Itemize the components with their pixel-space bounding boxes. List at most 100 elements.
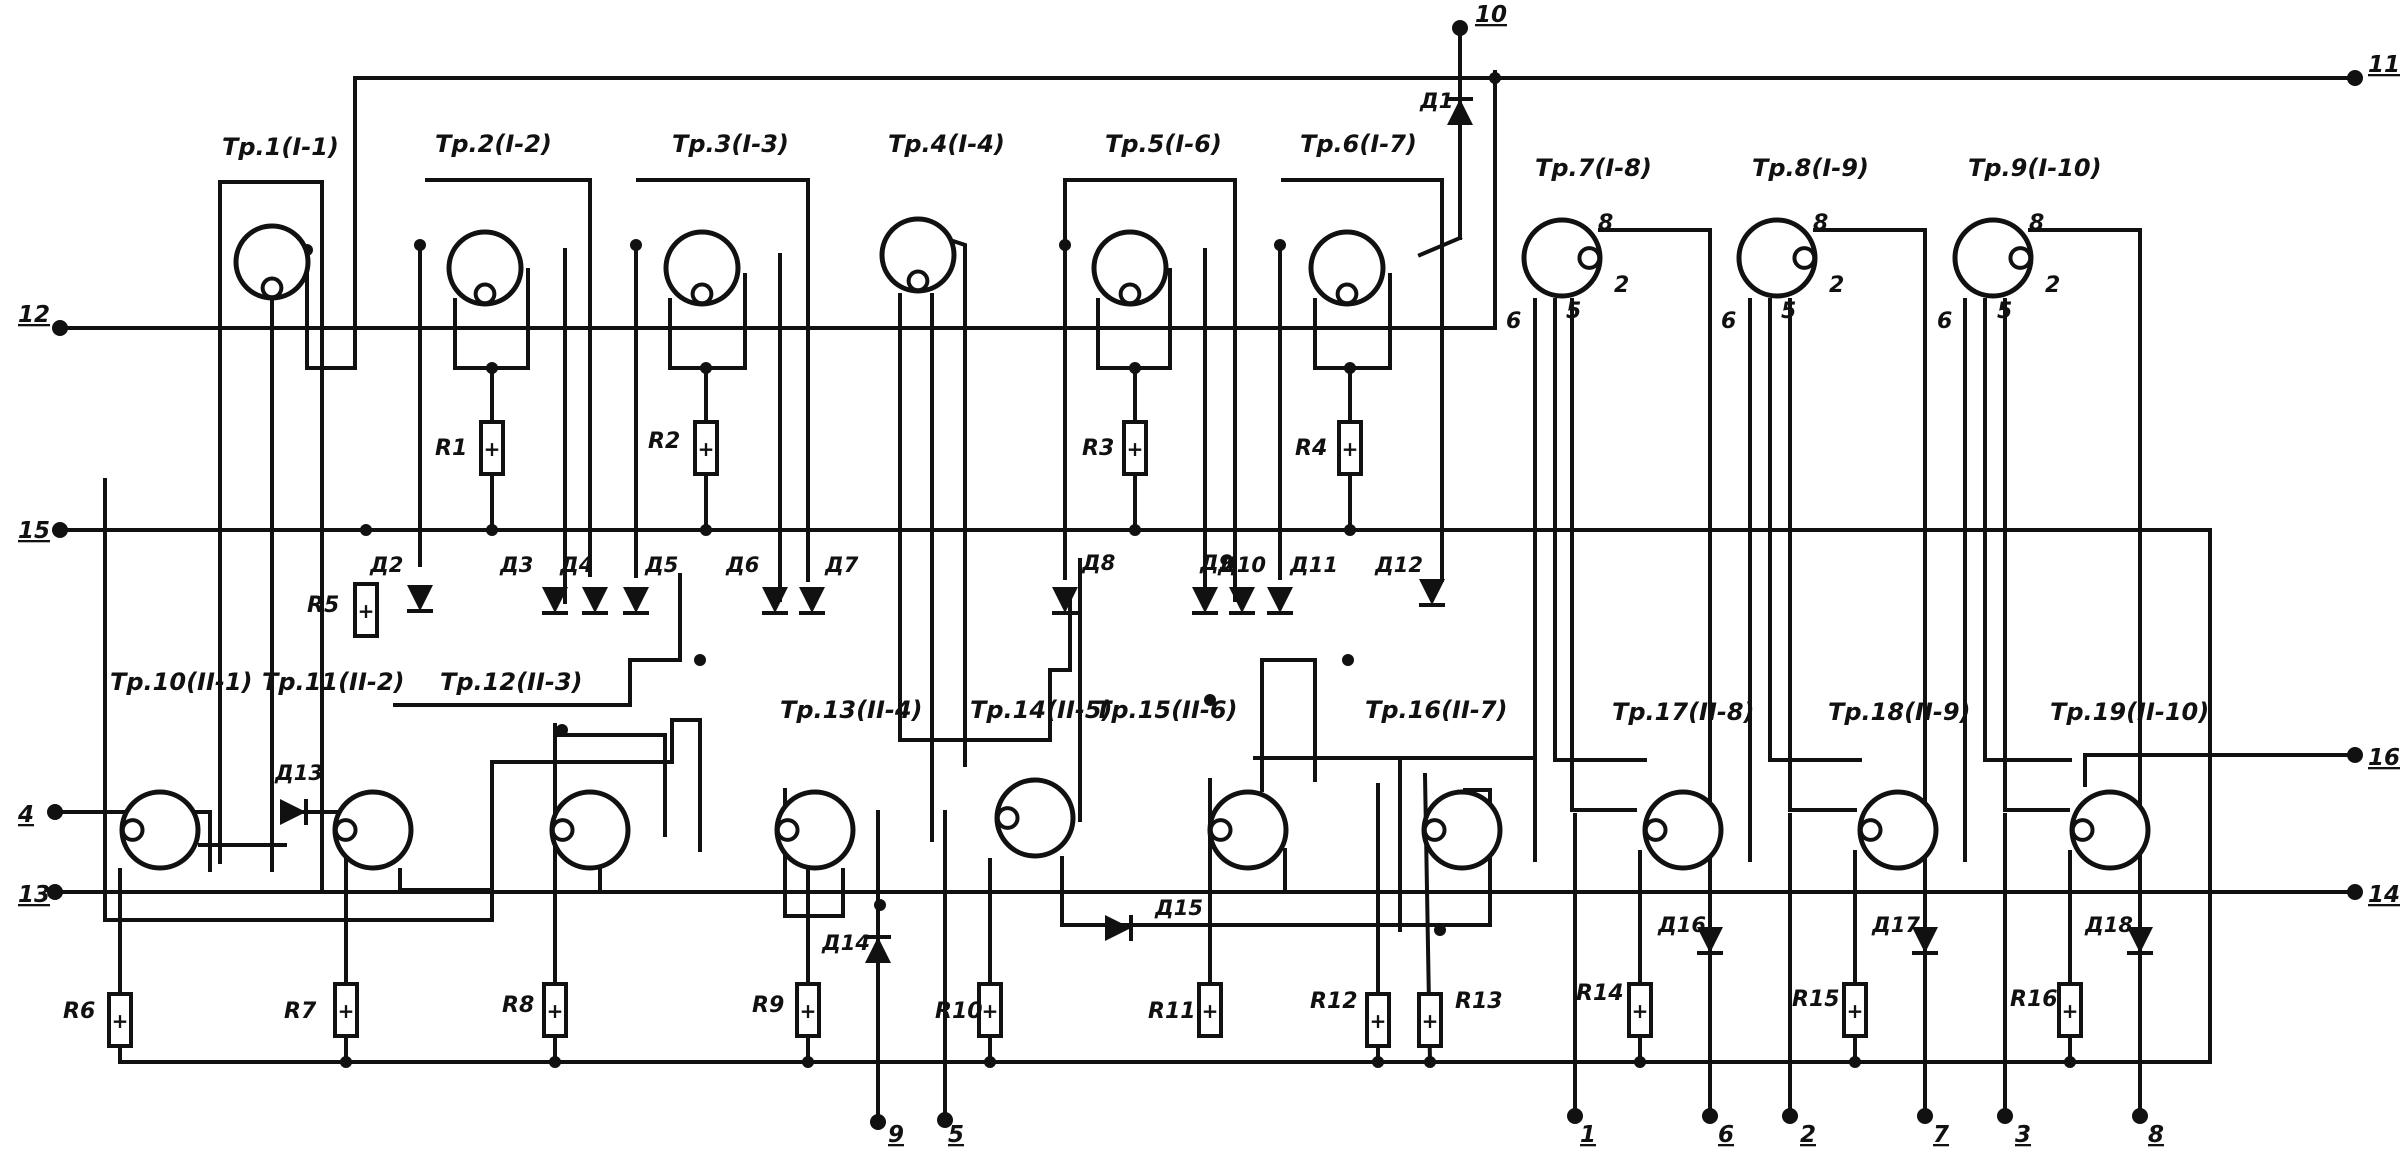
diode-label: Д3 (499, 553, 533, 577)
wire (1570, 298, 1637, 812)
terminal-dot (47, 884, 63, 900)
resistor-body (333, 982, 359, 1038)
pin-label: 5 (1781, 299, 1796, 324)
wire (1788, 298, 1857, 812)
terminal-label: 13 (18, 882, 50, 908)
transistor-symbol (1421, 789, 1503, 871)
labels: Тр.1(I-1)Тр.2(I-2)Тр.3(I-3)Тр.4(I-4)Тр.5… (17, 2, 2400, 1148)
diode-label: Д14 (821, 931, 870, 955)
terminal-dot (2132, 1108, 2148, 1124)
diode-Д3 (542, 587, 568, 615)
resistor-R8: + (542, 982, 568, 1038)
diode-label: Д13 (274, 761, 323, 785)
transistor-tab (1422, 818, 1447, 842)
transistor-label: Тр.4(I-4) (888, 130, 1005, 158)
diode-triangle (1447, 99, 1473, 125)
junction-dot (700, 524, 712, 536)
wire (1768, 298, 1862, 762)
pin-label: 6 (1937, 309, 1952, 334)
pin-label: 6 (1506, 309, 1521, 334)
diode-Д5 (623, 587, 649, 615)
terminal-dot (1567, 1108, 1583, 1124)
diode-label: Д12 (1374, 553, 1423, 577)
resistor-label: R5 (307, 593, 339, 618)
transistor-label: Тр.9(I-10) (1968, 154, 2102, 182)
pin-label: 2 (2045, 273, 2060, 298)
resistor-R3: + (1122, 420, 1148, 476)
transistor-tab (1577, 246, 1602, 270)
diode-Д1 (1447, 97, 1473, 125)
diode-triangle (1192, 587, 1218, 613)
diode-Д15 (1105, 915, 1133, 941)
junction-dot (556, 724, 568, 736)
diode-triangle (762, 587, 788, 613)
diode-Д7 (799, 587, 825, 615)
transistor-label: Тр.19(II-10) (2050, 698, 2209, 726)
transistor-tab (333, 818, 358, 842)
diode-label: Д4 (559, 553, 593, 577)
diode-label: Д6 (725, 553, 759, 577)
resistor-label: R1 (435, 436, 467, 461)
terminal-dot (1702, 1108, 1718, 1124)
transistor-tab (995, 806, 1020, 830)
resistor-mark: + (2062, 999, 2079, 1023)
terminal-dot (2347, 70, 2363, 86)
terminal-label: 5 (948, 1122, 964, 1148)
resistor-body (353, 582, 379, 638)
resistor-body (1842, 982, 1868, 1038)
transistor-label: Тр.6(I-7) (1300, 130, 1417, 158)
transistor-label: Тр.7(I-8) (1535, 154, 1652, 182)
terminal-dot (2347, 884, 2363, 900)
resistor-R7: + (333, 982, 359, 1038)
transistor-symbol (1857, 789, 1939, 871)
resistor-body (1417, 992, 1443, 1048)
pin-label: 2 (1829, 273, 1844, 298)
transistor-tab (2008, 246, 2033, 270)
resistor-R9: + (795, 982, 821, 1038)
resistor-label: R3 (1082, 436, 1114, 461)
resistor-R5: + (353, 582, 379, 638)
terminal-label: 1 (1580, 1122, 1596, 1148)
diode-label: Д8 (1081, 551, 1115, 575)
diode-Д6 (762, 587, 788, 615)
diode-triangle (799, 587, 825, 613)
terminal-dot (47, 804, 63, 820)
wire (947, 237, 967, 767)
resistor-R1: + (479, 420, 505, 476)
wire (2003, 298, 2070, 812)
resistor-body (107, 992, 133, 1048)
diode-label: Д2 (369, 553, 403, 577)
wire (393, 573, 682, 707)
resistor-R13: + (1417, 992, 1443, 1048)
junction-dot (1344, 362, 1356, 374)
junction-dot (1344, 524, 1356, 536)
transistor-symbol (332, 789, 414, 871)
junction-dot (700, 362, 712, 374)
transistor-label: Тр.3(I-3) (672, 130, 789, 158)
junction-dot (1059, 239, 1071, 251)
terminal-label: 12 (18, 302, 50, 328)
wire (636, 178, 810, 582)
transistor-tab (1118, 282, 1142, 306)
transistor-tab (260, 276, 284, 300)
components: ++++++++++++++++ (107, 97, 2153, 1048)
resistor-label: R6 (63, 999, 95, 1024)
transistor-label: Тр.15(II-6) (1095, 696, 1238, 724)
diode-Д16 (1697, 927, 1723, 955)
wire (1063, 178, 1237, 602)
resistor-mark: + (698, 437, 715, 461)
resistor-mark: + (800, 999, 817, 1023)
transistor-symbol (1521, 217, 1603, 299)
wire (218, 180, 324, 890)
resistor-R6: + (107, 992, 133, 1048)
junction-dot (1204, 694, 1216, 706)
diode-label: Д7 (824, 553, 859, 577)
terminal-label: 8 (2148, 1122, 2164, 1148)
transistor-tab (1858, 818, 1883, 842)
diode-triangle (1105, 915, 1131, 941)
diode-Д13 (280, 799, 308, 825)
junction-dot (549, 1056, 561, 1068)
junction-dot (630, 239, 642, 251)
diode-Д10 (1229, 587, 1255, 615)
